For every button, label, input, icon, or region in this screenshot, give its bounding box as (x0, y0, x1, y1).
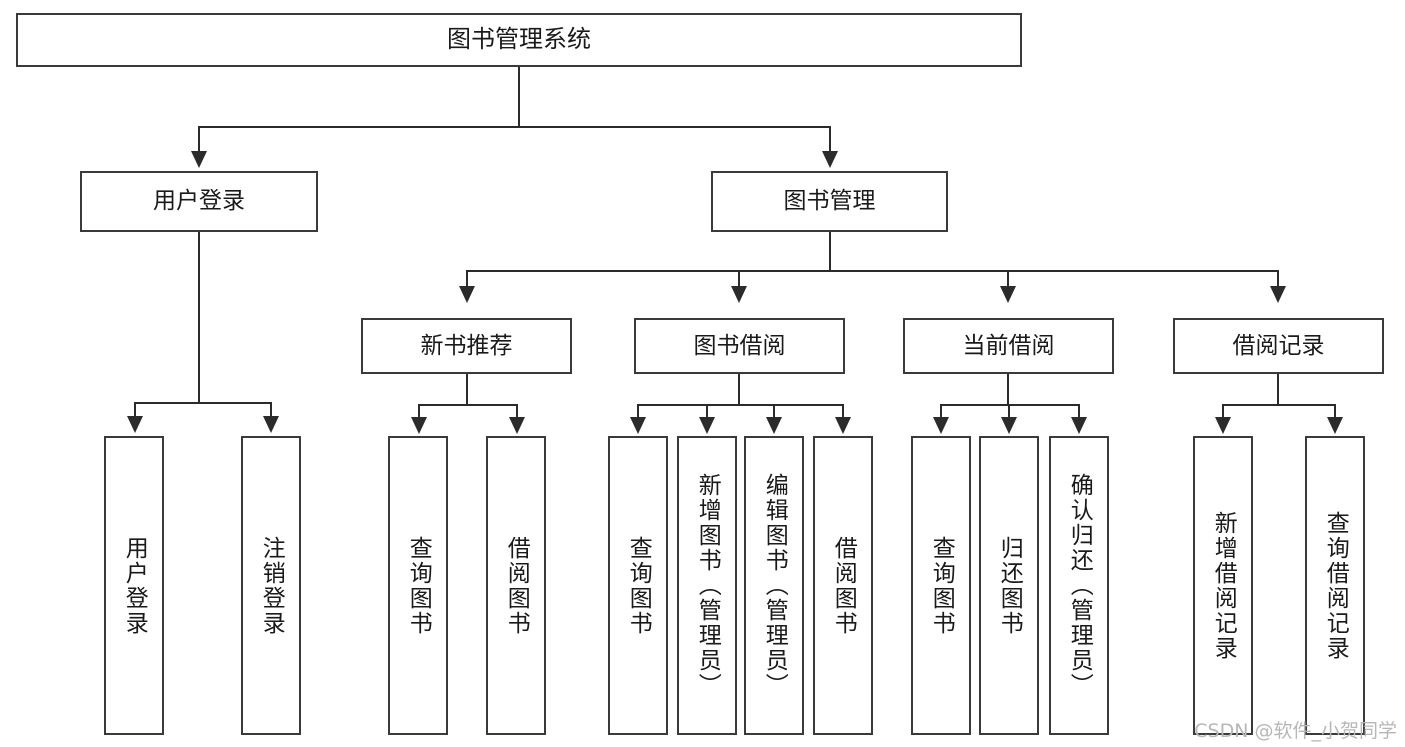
connector-book-borrow-bus (637, 404, 843, 406)
leaf-add-book-admin[interactable]: 新增图书（管理员） (677, 436, 737, 735)
connector-book-management-stem (829, 232, 831, 272)
connector-drop-current-borrow (1007, 270, 1009, 288)
connector-drop-br-leaf1 (1222, 404, 1224, 419)
watermark-text: CSDN @软件_小贺同学 (1194, 720, 1397, 742)
connector-user-login-bus (134, 402, 271, 404)
arrow-icon-to-new-book-rec (459, 286, 475, 303)
arrow-icon-to-nbr-leaf2 (509, 417, 525, 434)
connector-drop-book-borrow (738, 270, 740, 288)
leaf-borrow-book-bb[interactable]: 借阅图书 (813, 436, 873, 735)
arrow-icon-to-bb-leaf4 (835, 417, 851, 434)
node-book-borrowing[interactable]: 图书借阅 (634, 318, 845, 374)
arrow-icon-to-br-leaf2 (1327, 417, 1343, 434)
connector-drop-borrow-records (1277, 270, 1279, 288)
node-label: 注销登录 (258, 535, 285, 636)
node-label: 用户登录 (153, 188, 245, 215)
connector-drop-logout (270, 402, 272, 419)
arrow-icon-to-bb-leaf3 (766, 417, 782, 434)
node-label: 借阅图书 (830, 535, 857, 636)
connector-new-book-rec-stem (466, 374, 468, 406)
node-label: 图书借阅 (693, 332, 786, 359)
leaf-query-book-nbr[interactable]: 查询图书 (388, 436, 448, 735)
arrow-icon-to-borrow-records (1270, 286, 1286, 303)
leaf-query-book-bb[interactable]: 查询图书 (608, 436, 668, 735)
leaf-logout[interactable]: 注销登录 (241, 436, 301, 735)
leaf-return-book[interactable]: 归还图书 (979, 436, 1039, 735)
connector-user-login-stem (198, 232, 200, 403)
connector-drop-book-management (829, 126, 831, 154)
node-label: 图书管理 (783, 188, 876, 215)
node-label: 用户登录 (121, 535, 148, 636)
connector-drop-cb-leaf2 (1008, 404, 1010, 419)
arrow-icon-to-br-leaf1 (1215, 417, 1231, 434)
connector-drop-nbr-leaf1 (418, 404, 420, 419)
connector-new-book-rec-bus (418, 404, 517, 406)
arrow-icon-to-user-login-leaf (127, 416, 143, 433)
node-label: 归还图书 (996, 535, 1023, 636)
arrow-icon-to-cb-leaf2 (1001, 417, 1017, 434)
node-label: 查询图书 (928, 535, 955, 636)
arrow-icon-to-logout (263, 416, 279, 433)
leaf-confirm-return-admin[interactable]: 确认归还（管理员） (1049, 436, 1109, 735)
connector-root-stem (518, 67, 520, 127)
leaf-user-login[interactable]: 用户登录 (104, 436, 164, 735)
node-new-book-recommendation[interactable]: 新书推荐 (361, 318, 572, 374)
arrow-icon-to-book-borrow (731, 286, 747, 303)
arrow-icon-to-bb-leaf1 (630, 417, 646, 434)
connector-drop-br-leaf2 (1334, 404, 1336, 419)
node-label: 图书管理系统 (447, 25, 591, 54)
arrow-icon-to-bb-leaf2 (699, 417, 715, 434)
connector-borrow-records-bus (1222, 404, 1335, 406)
arrow-icon-to-nbr-leaf1 (411, 417, 427, 434)
connector-root-bus (198, 126, 831, 128)
connector-drop-user-login-leaf (134, 402, 136, 419)
leaf-edit-book-admin[interactable]: 编辑图书（管理员） (744, 436, 804, 735)
node-label: 查询图书 (405, 535, 432, 636)
node-user-login[interactable]: 用户登录 (80, 171, 318, 232)
arrow-icon-to-cb-leaf3 (1071, 417, 1087, 434)
arrow-icon-to-cb-leaf1 (933, 417, 949, 434)
node-label: 借阅图书 (503, 535, 530, 636)
arrow-icon-to-book-management (822, 151, 838, 168)
connector-drop-new-book-rec (466, 270, 468, 288)
node-label: 编辑图书（管理员） (761, 473, 788, 698)
connector-drop-cb-leaf1 (940, 404, 942, 419)
connector-book-management-bus (466, 270, 1279, 272)
node-label: 借阅记录 (1232, 332, 1325, 359)
connector-borrow-records-stem (1277, 374, 1279, 406)
arrow-icon-to-current-borrow (1000, 286, 1016, 303)
leaf-borrow-book-nbr[interactable]: 借阅图书 (486, 436, 546, 735)
node-label: 查询借阅记录 (1322, 510, 1349, 661)
node-label: 查询图书 (625, 535, 652, 636)
leaf-query-book-cb[interactable]: 查询图书 (911, 436, 971, 735)
node-borrowing-records[interactable]: 借阅记录 (1173, 318, 1384, 374)
connector-current-borrow-stem (1007, 374, 1009, 406)
leaf-add-borrow-record[interactable]: 新增借阅记录 (1193, 436, 1253, 735)
connector-drop-cb-leaf3 (1078, 404, 1080, 419)
connector-drop-nbr-leaf2 (516, 404, 518, 419)
connector-drop-bb-leaf2 (706, 404, 708, 419)
node-label: 新书推荐 (420, 332, 513, 359)
node-label: 当前借阅 (962, 332, 1055, 359)
node-label: 确认归还（管理员） (1066, 473, 1093, 698)
node-root-book-management-system[interactable]: 图书管理系统 (16, 13, 1022, 67)
connector-drop-user-login (198, 126, 200, 154)
node-label: 新增借阅记录 (1210, 510, 1237, 661)
node-current-borrowing[interactable]: 当前借阅 (903, 318, 1114, 374)
leaf-query-borrow-record[interactable]: 查询借阅记录 (1305, 436, 1365, 735)
node-book-management[interactable]: 图书管理 (711, 171, 948, 232)
connector-book-borrow-stem (738, 374, 740, 406)
connector-drop-bb-leaf4 (842, 404, 844, 419)
connector-drop-bb-leaf3 (773, 404, 775, 419)
node-label: 新增图书（管理员） (694, 473, 721, 698)
arrow-icon-to-user-login (191, 151, 207, 168)
connector-drop-bb-leaf1 (637, 404, 639, 419)
